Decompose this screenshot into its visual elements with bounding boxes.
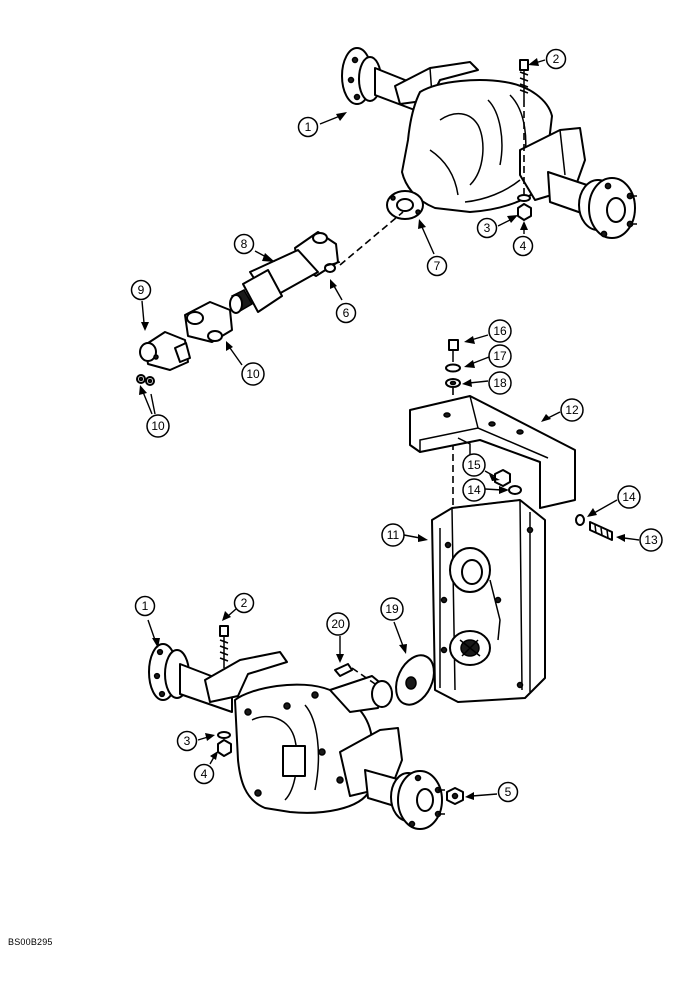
transfer-mount-bracket [409,339,613,541]
callout-label: 18 [493,376,507,390]
callout-14-washer: 14 [617,485,641,509]
figure-code: BS00B295 [8,937,53,947]
callout-20: 20 [326,612,350,636]
callout-4-upper: 4 [512,235,534,257]
callout-19: 19 [380,597,404,621]
drive-shaft-assembly [136,211,404,386]
callout-3-lower: 3 [176,730,198,752]
callout-label: 6 [343,306,350,320]
callout-13: 13 [639,528,663,552]
callout-14-nut: 14 [462,478,486,502]
callout-9: 9 [130,279,152,301]
callout-label: 1 [305,120,312,134]
callout-label: 4 [520,239,527,253]
callout-label: 2 [241,596,248,610]
callout-label: 17 [493,349,507,363]
callout-1-lower: 1 [134,595,156,617]
callout-10-parts: 10 [146,414,170,438]
callout-label: 1 [142,599,149,613]
callout-4-lower: 4 [193,763,215,785]
leader-lines [139,58,640,800]
upper-axle-assembly [341,47,637,239]
callout-12: 12 [560,398,584,422]
callout-8: 8 [233,233,255,255]
callout-label: 19 [385,602,399,616]
callout-label: 8 [241,237,248,251]
callout-label: 10 [151,419,165,433]
callout-11: 11 [381,523,405,547]
callout-label: 9 [138,283,145,297]
callout-10-shaft: 10 [241,362,265,386]
callout-6: 6 [335,302,357,324]
callout-label: 12 [565,403,579,417]
callout-17: 17 [488,344,512,368]
callout-label: 4 [201,767,208,781]
callout-5: 5 [497,781,519,803]
lower-axle-assembly [148,625,464,830]
callout-label: 15 [467,458,481,472]
callout-15: 15 [462,453,486,477]
callout-label: 7 [434,259,441,273]
callout-label: 3 [184,734,191,748]
callout-18: 18 [488,371,512,395]
callout-label: 11 [387,528,400,542]
callout-label: 13 [644,533,658,547]
callout-label: 14 [622,490,636,504]
callout-1-upper: 1 [297,116,319,138]
callout-3-upper: 3 [476,217,498,239]
callout-7: 7 [426,255,448,277]
callout-label: 5 [505,785,512,799]
transfer-case [431,499,546,703]
callout-2-lower: 2 [233,592,255,614]
callout-2-upper: 2 [545,48,567,70]
callout-16: 16 [488,319,512,343]
callout-label: 14 [467,483,481,497]
callout-label: 3 [484,221,491,235]
callout-label: 16 [493,324,507,338]
callout-label: 10 [246,367,260,381]
callout-label: 20 [331,617,345,631]
callout-label: 2 [553,52,560,66]
